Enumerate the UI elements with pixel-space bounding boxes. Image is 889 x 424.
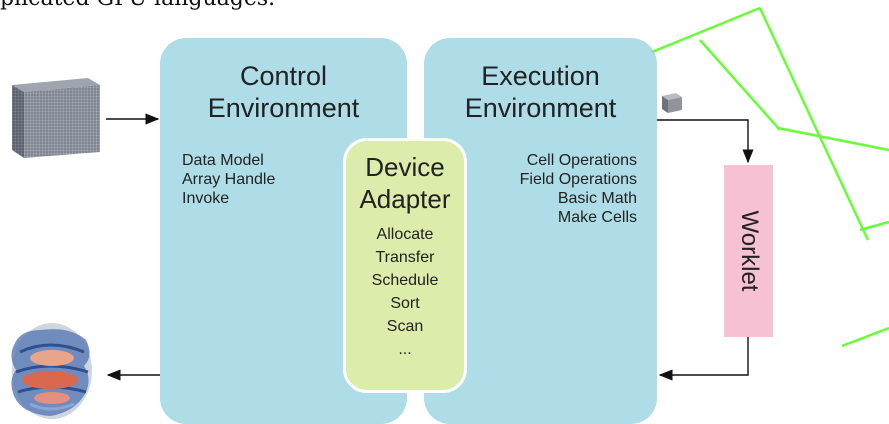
execution-to-worklet-arrow [657, 119, 754, 164]
device-adapter-title: Device Adapter [346, 151, 464, 215]
control-title-line1: Control [239, 61, 328, 91]
execution-items: Cell Operations Field Operations Basic M… [520, 151, 637, 227]
worklet-to-execution-arrow [658, 337, 749, 381]
device-title-line2: Adapter [359, 184, 451, 214]
small-cube-icon [662, 93, 682, 113]
device-item: Schedule [371, 272, 439, 289]
control-item: Data Model [182, 152, 264, 169]
execution-environment-title: Execution Environment [424, 60, 657, 124]
execution-title-line2: Environment [464, 93, 617, 123]
execution-item: Basic Math [557, 190, 637, 207]
device-item: ... [398, 341, 412, 358]
device-item: Transfer [375, 249, 435, 266]
device-items: Allocate Transfer Schedule Sort Scan ... [346, 223, 464, 361]
device-adapter-box: Device Adapter Allocate Transfer Schedul… [343, 138, 467, 393]
execution-item: Field Operations [519, 171, 637, 188]
control-item: Array Handle [182, 171, 276, 188]
execution-title-line1: Execution [481, 61, 600, 91]
isosurface-render-icon [11, 323, 92, 419]
worklet-box: Worklet [724, 165, 773, 337]
control-title-line2: Environment [207, 93, 360, 123]
watermark-lines [651, 6, 889, 348]
header-text: plicated GPU languages. [0, 0, 275, 11]
device-item: Sort [390, 295, 420, 312]
control-environment-title: Control Environment [160, 60, 407, 124]
control-item: Invoke [182, 190, 230, 207]
control-items: Data Model Array Handle Invoke [182, 151, 275, 208]
device-title-line1: Device [365, 152, 445, 182]
device-item: Allocate [376, 226, 434, 243]
execution-item: Make Cells [557, 209, 637, 226]
grid-cube-icon [12, 78, 100, 158]
device-item: Scan [386, 318, 424, 335]
execution-item: Cell Operations [526, 152, 637, 169]
